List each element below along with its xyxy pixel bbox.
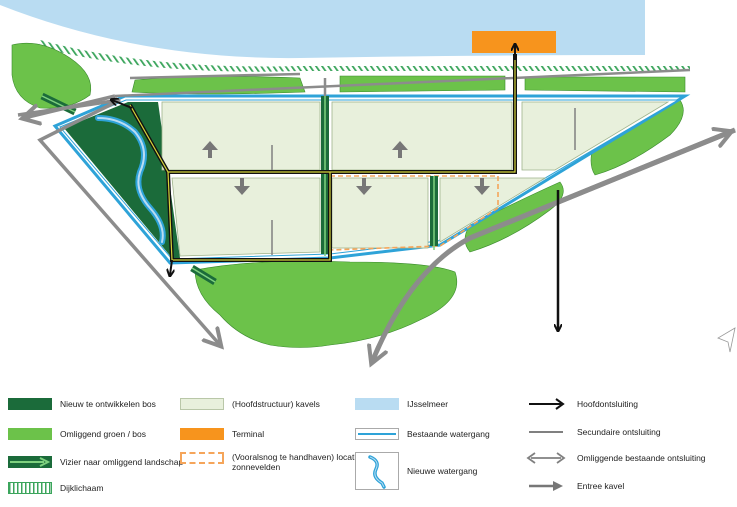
legend-item-dijk: Dijklichaam <box>8 482 103 494</box>
legend-item-watergang: Bestaande watergang <box>355 428 490 440</box>
legend-swatch <box>355 452 399 490</box>
legend-item-vizier: Vizier naar omliggend landschap <box>8 456 183 468</box>
kavel <box>439 177 547 243</box>
omliggende-ontsluiting <box>372 127 736 362</box>
legend-swatch <box>355 398 399 410</box>
secundaire-ontsluiting <box>114 68 691 98</box>
legend-swatch <box>8 482 52 494</box>
kavel <box>161 101 321 171</box>
legend: Nieuw te ontwikkelen bos Omliggend groen… <box>0 386 737 507</box>
legend-label: (Hoofdstructuur) kavels <box>232 399 320 409</box>
legend-item-bestaand: Omliggende bestaande ontsluiting <box>525 452 706 464</box>
legend-item-kavel: (Hoofdstructuur) kavels <box>180 398 320 410</box>
legend-label: IJsselmeer <box>407 399 449 409</box>
terminal <box>472 31 556 53</box>
legend-swatch <box>529 481 563 491</box>
legend-swatch <box>180 428 224 440</box>
legend-item-bos: Nieuw te ontwikkelen bos <box>8 398 156 410</box>
legend-label: Vizier naar omliggend landschap <box>60 457 184 467</box>
legend-item-zon: (Vooralsnog te handhaven) locatie met zo… <box>180 452 412 472</box>
legend-swatch <box>8 428 52 440</box>
legend-label: Nieuwe watergang <box>407 466 478 476</box>
dijklichaam <box>38 40 690 72</box>
legend-label: (Vooralsnog te handhaven) locatie met zo… <box>232 452 378 472</box>
legend-swatch <box>529 431 563 433</box>
kavel <box>331 101 513 171</box>
zonnevelden <box>329 175 499 251</box>
omliggende-ontsluiting <box>24 94 116 118</box>
kavel <box>331 177 429 249</box>
legend-label: Entree kavel <box>577 481 625 491</box>
cursor-icon <box>717 327 736 353</box>
groen-rechts <box>464 181 564 253</box>
legend-swatch <box>526 452 566 464</box>
legend-item-entree: Entree kavel <box>525 480 624 492</box>
legend-swatch <box>180 398 224 410</box>
groen-onder <box>194 260 458 348</box>
legend-item-groen: Omliggend groen / bos <box>8 428 146 440</box>
groen-strip <box>524 76 686 93</box>
kavel <box>171 177 321 257</box>
legend-label: Secundaire ontsluiting <box>577 427 661 437</box>
legend-swatch <box>529 398 565 410</box>
legend-item-ijssel: IJsselmeer <box>355 398 448 410</box>
legend-item-hoofd: Hoofdontsluiting <box>525 398 638 410</box>
legend-swatch <box>8 456 52 468</box>
legend-item-nieuw: Nieuwe watergang <box>355 452 477 490</box>
legend-label: Dijklichaam <box>60 483 104 493</box>
legend-item-terminal: Terminal <box>180 428 264 440</box>
groen-links <box>11 42 92 109</box>
entree-kavel <box>202 141 490 195</box>
legend-label: Omliggend groen / bos <box>60 429 146 439</box>
legend-label: Bestaande watergang <box>407 429 490 439</box>
legend-label: Nieuw te ontwikkelen bos <box>60 399 156 409</box>
legend-swatch <box>180 452 224 464</box>
legend-label: Omliggende bestaande ontsluiting <box>577 453 706 463</box>
site-map <box>0 0 736 386</box>
legend-swatch <box>355 428 399 440</box>
legend-label: Hoofdontsluiting <box>577 399 638 409</box>
legend-swatch <box>8 398 52 410</box>
legend-item-secundair: Secundaire ontsluiting <box>525 426 661 438</box>
kavel <box>521 101 670 171</box>
legend-label: Terminal <box>232 429 265 439</box>
